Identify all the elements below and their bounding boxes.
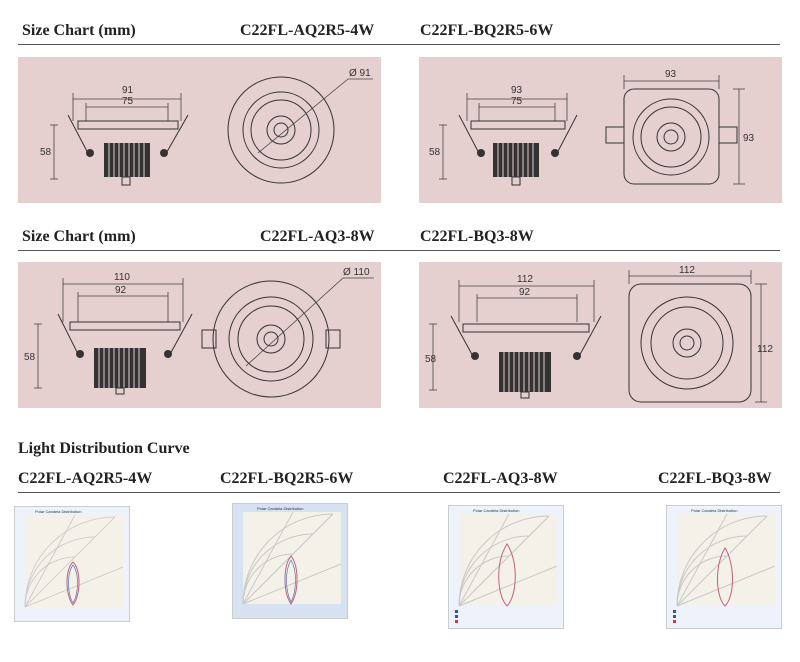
dim-depth: 112 xyxy=(757,344,773,355)
round-downlight-drawing: 91 75 58 Ø 91 xyxy=(40,68,373,186)
dim-height: 58 xyxy=(425,354,437,365)
model-label-2: C22FL-BQ2R5-6W xyxy=(220,470,354,487)
divider xyxy=(18,44,780,45)
square-downlight-drawing: 93 75 58 93 xyxy=(429,69,755,186)
model-label-bq3: C22FL-BQ3-8W xyxy=(420,228,534,245)
dim-inner: 92 xyxy=(115,285,127,296)
polar-title: Polar Candela Distribution xyxy=(691,508,737,513)
polar-chart-1: Polar Candela Distribution xyxy=(14,506,130,622)
model-label-4: C22FL-BQ3-8W xyxy=(658,470,772,487)
dim-height: 58 xyxy=(40,147,52,158)
model-label-1: C22FL-AQ2R5-4W xyxy=(18,470,153,487)
polar-title: Polar Candela Distribution xyxy=(35,509,81,514)
dim-outer: 110 xyxy=(114,272,130,283)
size-chart-heading-1: Size Chart (mm) xyxy=(22,22,136,39)
polar-chart-3: Polar Candela Distribution xyxy=(448,505,564,629)
square-downlight-drawing: 112 92 58 112 112 xyxy=(425,265,773,403)
dim-diameter: Ø 110 xyxy=(343,267,370,278)
dim-height: 58 xyxy=(429,147,441,158)
polar-chart-4: Polar Candela Distribution xyxy=(666,505,782,629)
size-panel-aq3: 110 92 58 Ø 110 xyxy=(18,262,381,408)
model-label-aq3: C22FL-AQ3-8W xyxy=(260,228,375,245)
model-label-bq2r5: C22FL-BQ2R5-6W xyxy=(420,22,554,39)
polar-title: Polar Candela Distribution xyxy=(257,506,303,511)
dim-inner: 75 xyxy=(122,96,134,107)
size-chart-heading-2: Size Chart (mm) xyxy=(22,228,136,245)
size-panel-aq2r5: 91 75 58 Ø 91 xyxy=(18,57,381,203)
divider xyxy=(18,492,780,493)
dim-diameter: Ø 91 xyxy=(349,68,371,79)
dim-inner: 75 xyxy=(511,96,523,107)
dim-height: 58 xyxy=(24,352,36,363)
size-panel-bq2r5: 93 75 58 93 xyxy=(419,57,782,203)
polar-title: Polar Candela Distribution xyxy=(473,508,519,513)
polar-chart-2: Polar Candela Distribution xyxy=(232,503,348,619)
dim-depth: 93 xyxy=(743,133,755,144)
size-panel-bq3: 112 92 58 112 112 xyxy=(419,262,782,408)
dim-width: 112 xyxy=(679,265,695,276)
dim-outer: 91 xyxy=(122,85,134,96)
dim-inner: 92 xyxy=(519,287,531,298)
round-downlight-drawing: 110 92 58 Ø 110 xyxy=(24,267,374,398)
dim-width: 93 xyxy=(665,69,677,80)
light-distribution-heading: Light Distribution Curve xyxy=(18,440,190,457)
model-label-aq2r5: C22FL-AQ2R5-4W xyxy=(240,22,375,39)
dim-outer: 93 xyxy=(511,85,523,96)
divider xyxy=(18,250,780,251)
dim-outer: 112 xyxy=(517,274,533,285)
model-label-3: C22FL-AQ3-8W xyxy=(443,470,558,487)
